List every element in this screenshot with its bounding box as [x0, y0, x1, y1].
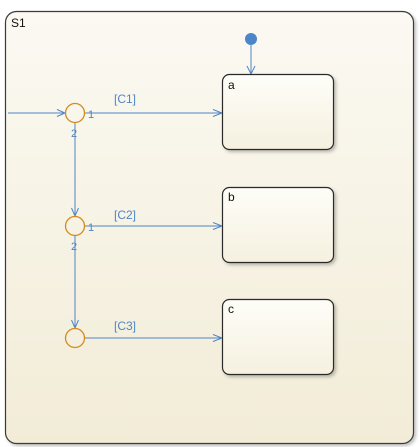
junction-2[interactable]	[64, 215, 86, 237]
state-c[interactable]: c	[221, 298, 335, 376]
state-a[interactable]: a	[221, 73, 335, 151]
state-label: a	[228, 78, 235, 92]
condition-label-c2[interactable]: [C2]	[114, 208, 136, 222]
exit-order-label: 2	[71, 128, 77, 140]
exit-order-label: 1	[88, 109, 94, 121]
state-b[interactable]: b	[221, 186, 335, 264]
superstate-s1[interactable]: S1	[4, 10, 415, 445]
junction-3[interactable]	[64, 327, 86, 349]
state-label: b	[228, 190, 235, 204]
condition-label-c3[interactable]: [C3]	[114, 319, 136, 333]
state-label: c	[228, 302, 234, 316]
exit-order-label: 1	[88, 222, 94, 234]
default-transition-dot[interactable]	[245, 33, 257, 45]
condition-label-c1[interactable]: [C1]	[114, 92, 136, 106]
superstate-label: S1	[11, 16, 26, 30]
junction-1[interactable]	[64, 102, 86, 124]
exit-order-label: 2	[71, 241, 77, 253]
